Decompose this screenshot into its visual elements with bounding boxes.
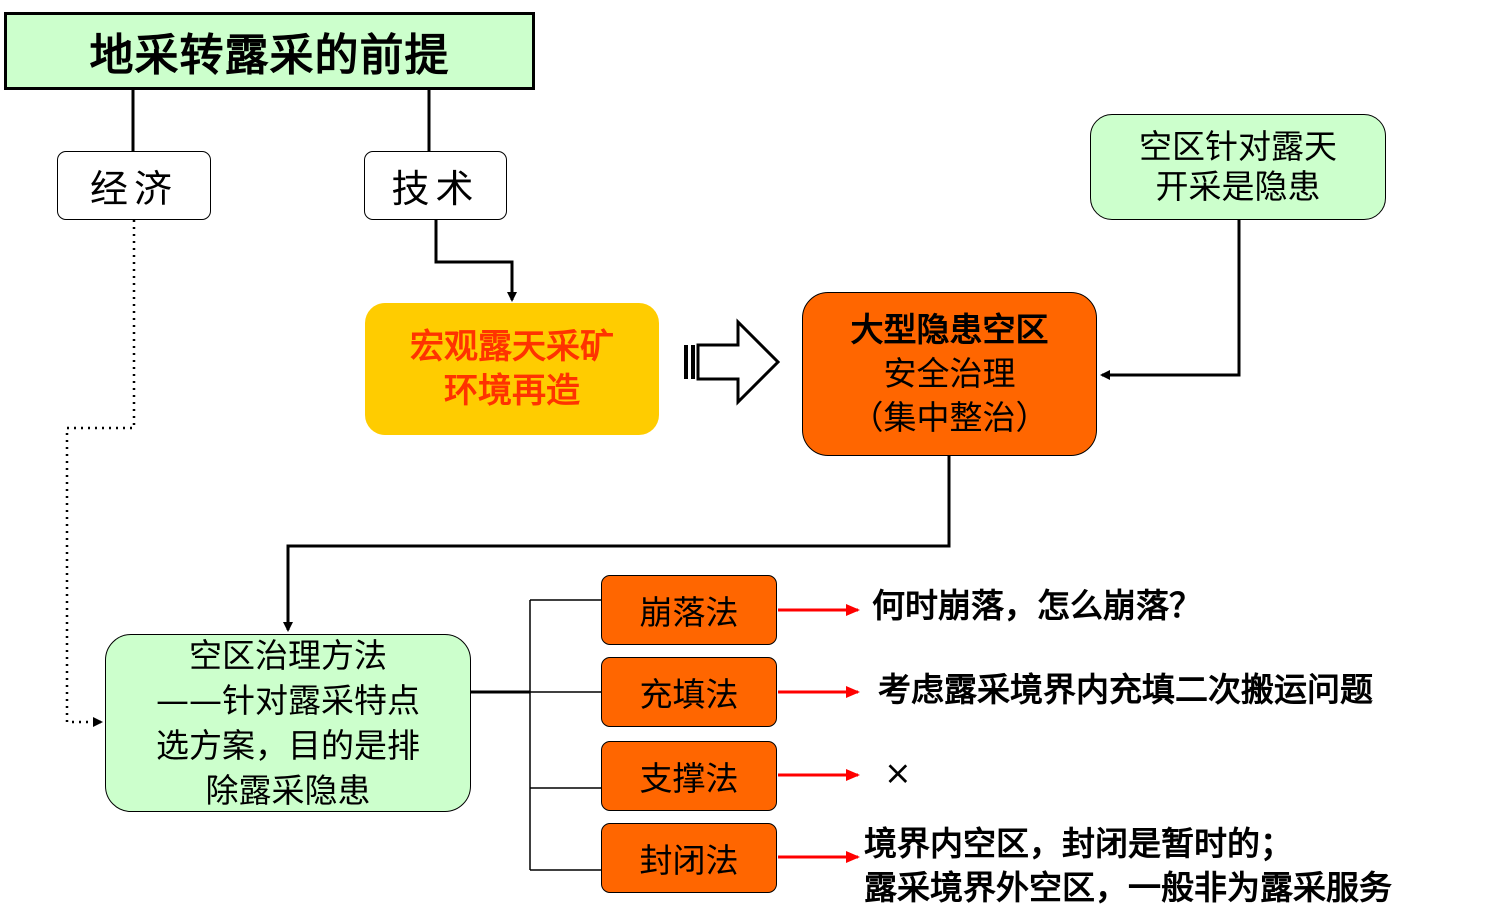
macro-line-1: 宏观露天采矿 <box>410 327 614 367</box>
method-caving-box: 崩落法 <box>601 575 777 645</box>
macro-line-2: 环境再造 <box>444 371 580 411</box>
result-sealing-1: 境界内空区，封闭是暂时的； <box>864 824 1293 863</box>
large-line-1: 大型隐患空区 <box>850 310 1049 349</box>
method-filling-box: 充填法 <box>601 657 777 727</box>
title-text: 地采转露采的前提 <box>89 30 450 81</box>
method-sealing-box: 封闭法 <box>601 823 777 893</box>
method-line-2: ——针对露采特点 <box>156 681 420 720</box>
large-cavity-box: 大型隐患空区 安全治理 （集中整治） <box>802 292 1097 456</box>
title-box: 地采转露采的前提 <box>4 12 535 90</box>
method-line-1: 空区治理方法 <box>189 636 387 675</box>
result-filling: 考虑露采境界内充填二次搬运问题 <box>878 670 1373 709</box>
method-sealing-label: 封闭法 <box>639 841 739 880</box>
block-arrow-icon <box>684 318 781 406</box>
economy-label: 经济 <box>89 167 178 211</box>
hazard-line-1: 空区针对露天 <box>1139 127 1337 166</box>
result-support: × <box>884 753 912 792</box>
arrow-hazard-large <box>1100 220 1241 380</box>
economy-box: 经济 <box>57 151 211 220</box>
technology-label: 技术 <box>391 167 480 211</box>
technology-box: 技术 <box>364 151 507 220</box>
hazard-note-box: 空区针对露天 开采是隐患 <box>1090 114 1386 220</box>
macro-mining-box: 宏观露天采矿 环境再造 <box>365 303 659 435</box>
method-line-4: 除露采隐患 <box>205 771 371 810</box>
result-caving: 何时崩落，怎么崩落？ <box>872 586 1202 625</box>
result-sealing-2: 露采境界外空区，一般非为露采服务 <box>864 868 1392 907</box>
method-caving-label: 崩落法 <box>639 593 739 632</box>
large-line-2: 安全治理 <box>883 354 1016 393</box>
method-filling-label: 充填法 <box>639 675 739 714</box>
method-box: 空区治理方法 ——针对露采特点 选方案，目的是排 除露采隐患 <box>105 634 471 812</box>
method-support-box: 支撑法 <box>601 741 777 811</box>
arrow-technology-macro <box>434 220 517 302</box>
method-support-label: 支撑法 <box>639 759 739 798</box>
method-line-3: 选方案，目的是排 <box>156 726 420 765</box>
arrow-large-method <box>283 456 951 632</box>
hazard-line-2: 开采是隐患 <box>1155 167 1321 206</box>
large-line-3: （集中整治） <box>850 398 1049 437</box>
arrow-economy-method <box>65 220 136 727</box>
